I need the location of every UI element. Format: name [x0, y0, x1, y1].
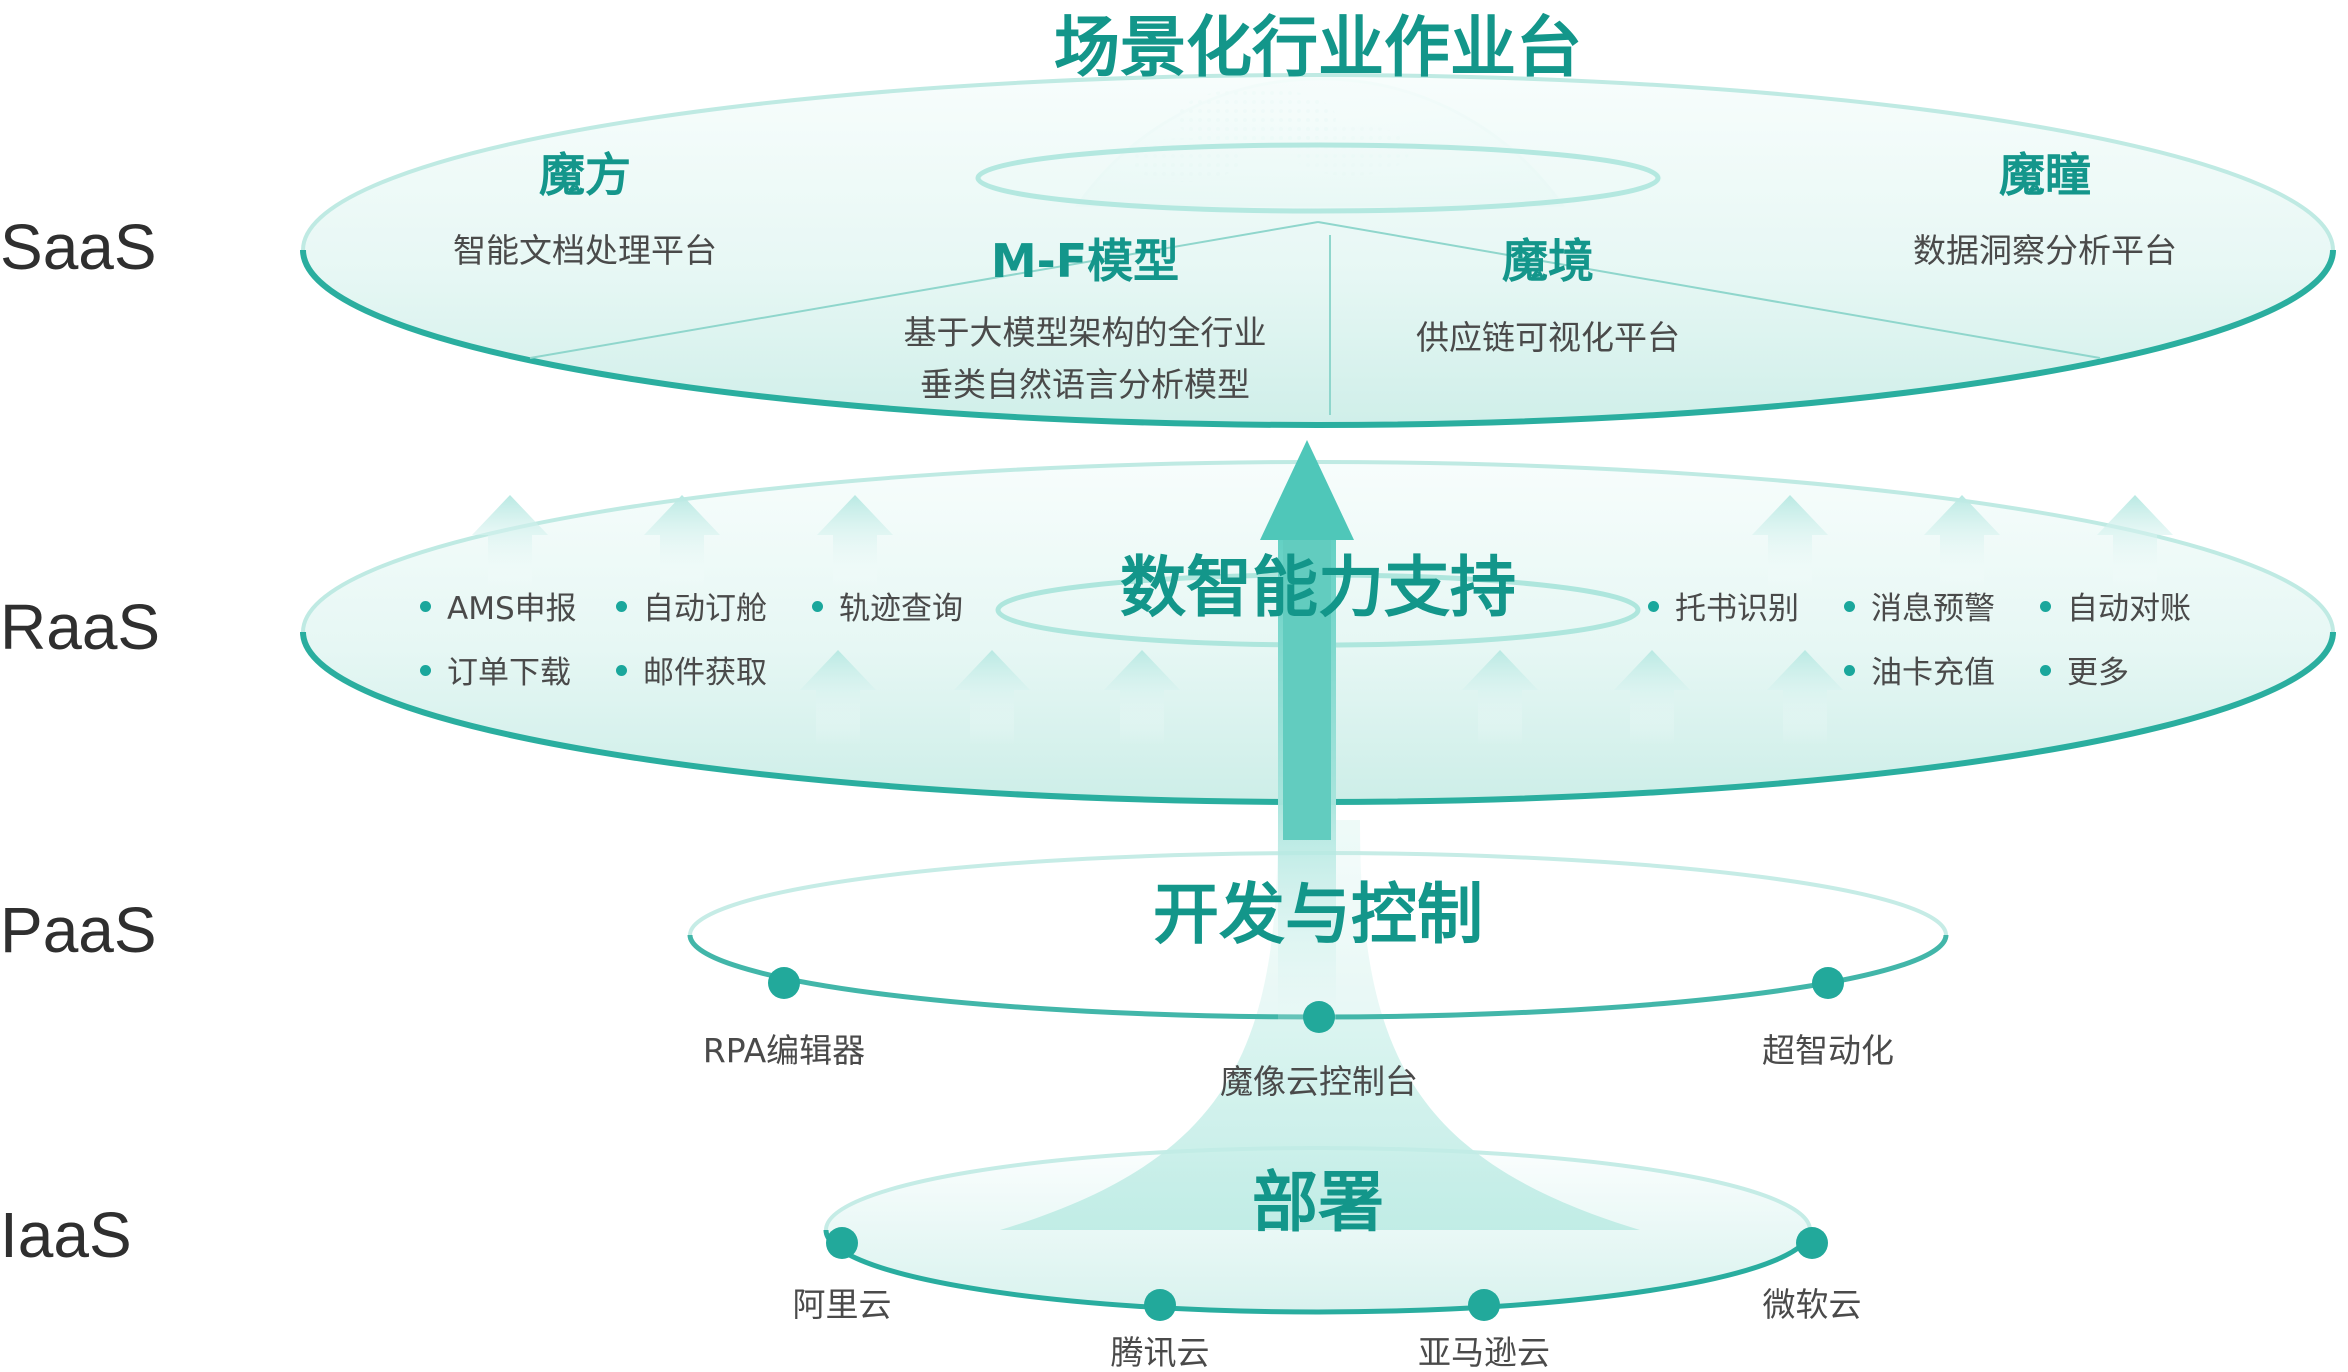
- layer-label-iaas: IaaS: [0, 1199, 132, 1271]
- feature-item: AMS申报: [420, 594, 577, 625]
- arrow-up-icon: [644, 495, 720, 590]
- layer-label-saas: SaaS: [0, 211, 157, 283]
- bullet-icon: [616, 665, 627, 676]
- bullet-icon: [2040, 601, 2051, 612]
- node-rpa: [768, 967, 800, 999]
- feature-item: 邮件获取: [616, 658, 767, 689]
- node-aliyun: [826, 1227, 858, 1259]
- feature-item: 轨迹查询: [812, 594, 963, 625]
- paas-title: 开发与控制: [1153, 876, 1483, 953]
- arrow-up-icon: [1104, 650, 1180, 745]
- paas-nodes: [768, 967, 1844, 1033]
- capability-arrows: [472, 495, 2173, 745]
- node-label-console: 魔像云控制台: [1220, 1062, 1418, 1101]
- bullet-icon: [1844, 665, 1855, 676]
- arrow-up-icon: [1924, 495, 2000, 590]
- node-label-aliyun: 阿里云: [792, 1285, 892, 1324]
- bullet-icon: [420, 665, 431, 676]
- node-tencent: [1144, 1289, 1176, 1321]
- module-mf-model-desc-1: 基于大模型架构的全行业: [903, 313, 1267, 352]
- bullet-icon: [1844, 601, 1855, 612]
- arrow-up-icon: [954, 650, 1030, 745]
- node-label-hyper: 超智动化: [1762, 1031, 1894, 1070]
- feature-item: 油卡充值: [1844, 658, 1995, 689]
- arrow-up-icon: [800, 650, 876, 745]
- module-mofang-title: 魔方: [539, 148, 631, 202]
- raas-title: 数智能力支持: [1120, 549, 1516, 626]
- module-mf-model-desc-2: 垂类自然语言分析模型: [920, 365, 1250, 404]
- bullet-icon: [420, 601, 431, 612]
- node-hyper: [1812, 967, 1844, 999]
- arrow-up-icon: [1752, 495, 1828, 590]
- node-aws: [1468, 1289, 1500, 1321]
- layer-label-raas: RaaS: [0, 591, 161, 663]
- module-mofang-desc: 智能文档处理平台: [453, 231, 717, 270]
- node-label-rpa: RPA编辑器: [702, 1031, 866, 1070]
- bullet-icon: [2040, 665, 2051, 676]
- iaas-nodes: [826, 1227, 1828, 1321]
- feature-item: 自动对账: [2040, 594, 2191, 625]
- arrow-up-icon: [472, 495, 548, 590]
- module-motong-desc: 数据洞察分析平台: [1913, 231, 2177, 270]
- arrow-up-icon: [1767, 650, 1843, 745]
- module-mojing-title: 魔境: [1502, 234, 1594, 288]
- main-upward-arrow: [1260, 440, 1354, 1020]
- saas-title: 场景化行业作业台: [1054, 9, 1582, 86]
- module-mojing-desc: 供应链可视化平台: [1416, 318, 1680, 357]
- bullet-icon: [812, 601, 823, 612]
- feature-item: 托书识别: [1648, 594, 1799, 625]
- node-console: [1303, 1001, 1335, 1033]
- module-mf-model-title: M-F模型: [990, 234, 1180, 288]
- feature-item: 消息预警: [1844, 594, 1995, 625]
- layer-label-paas: PaaS: [0, 894, 157, 966]
- feature-item: 订单下载: [420, 658, 571, 689]
- arrow-up-icon: [1614, 650, 1690, 745]
- node-label-aws: 亚马逊云: [1418, 1333, 1550, 1372]
- bullet-icon: [1648, 601, 1659, 612]
- node-azure: [1796, 1227, 1828, 1259]
- arrow-up-icon: [1462, 650, 1538, 745]
- arrow-up-icon: [2097, 495, 2173, 590]
- arrow-up-icon: [817, 495, 893, 590]
- node-label-tencent: 腾讯云: [1110, 1333, 1210, 1372]
- saas-disc: [300, 73, 2336, 428]
- feature-item: 自动订舱: [616, 594, 767, 625]
- module-motong-title: 魔瞳: [1999, 148, 2091, 202]
- bullet-icon: [616, 601, 627, 612]
- feature-item: 更多: [2040, 658, 2129, 689]
- node-label-azure: 微软云: [1762, 1285, 1862, 1324]
- iaas-title: 部署: [1252, 1164, 1384, 1241]
